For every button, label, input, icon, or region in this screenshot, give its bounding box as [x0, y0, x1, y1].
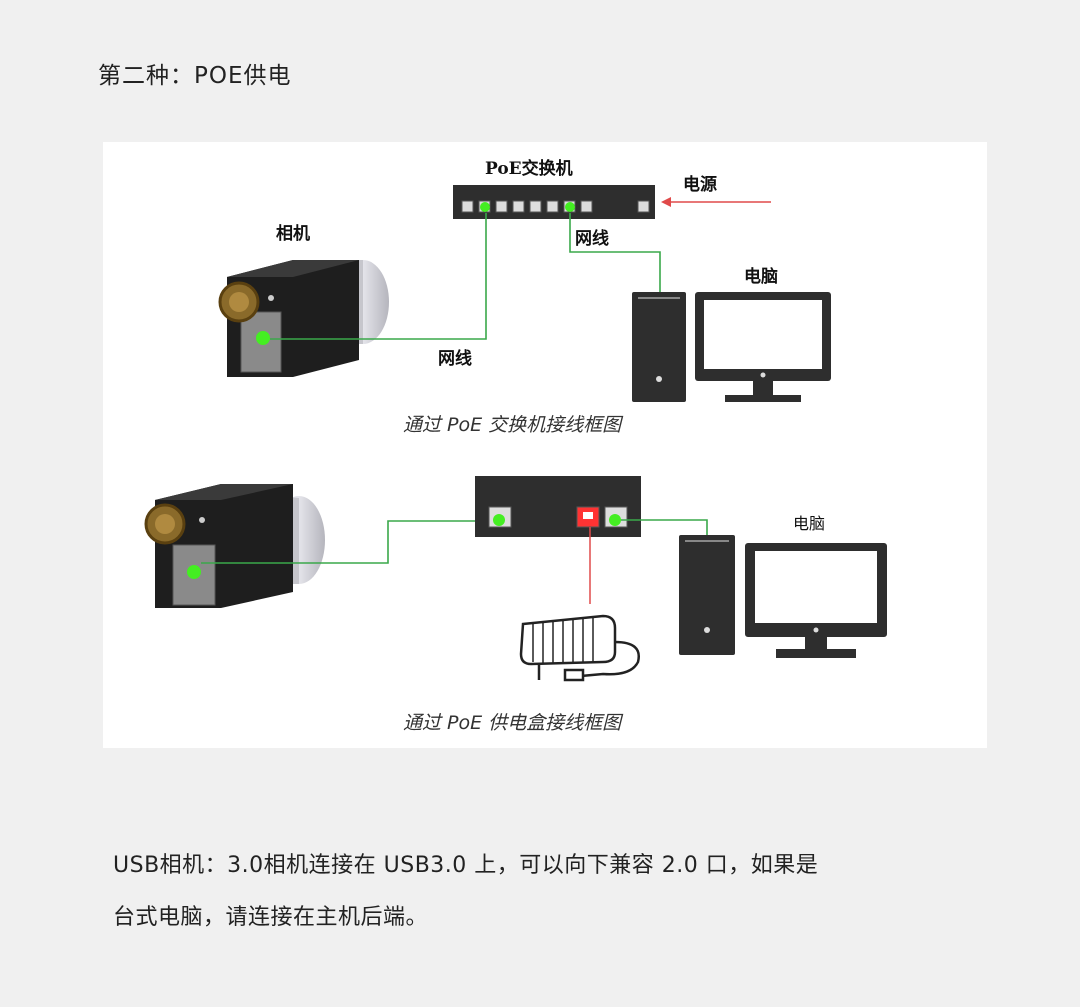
- footer-line-1: USB相机：3.0相机连接在 USB3.0 上，可以向下兼容 2.0 口，如果是: [113, 853, 819, 878]
- power-adapter: [519, 614, 640, 682]
- power-input-arrow: [661, 197, 771, 207]
- box-port-camera: [493, 514, 505, 526]
- cable-box-pc: [621, 519, 708, 535]
- poe-power-box: [475, 476, 641, 537]
- caption-switch-diagram: 通过 PoE 交换机接线框图: [403, 414, 622, 436]
- poe-switch: [453, 185, 655, 219]
- cable-camera-switch: [270, 213, 487, 340]
- diagram-switch: PoE交换机 电源 相机 网线: [218, 158, 831, 402]
- cable-label-bottom: 网线: [438, 348, 472, 369]
- caption-power-box-diagram: 通过 PoE 供电盒接线框图: [403, 712, 622, 734]
- camera-label: 相机: [276, 223, 310, 244]
- box-port-pc: [609, 514, 621, 526]
- wiring-diagram: PoE交换机 电源 相机 网线: [144, 158, 887, 682]
- diagram-power-box: 电脑: [144, 476, 887, 682]
- pc-label-1: 电脑: [744, 266, 778, 287]
- power-label: 电源: [683, 174, 717, 195]
- switch-port-camera: [480, 202, 490, 212]
- footer-line-2: 台式电脑，请连接在主机后端。: [113, 905, 429, 930]
- footer-note: USB相机：3.0相机连接在 USB3.0 上，可以向下兼容 2.0 口，如果是…: [113, 840, 973, 944]
- page-heading: 第二种：POE供电: [98, 63, 292, 89]
- cable-camera-box: [201, 520, 488, 564]
- switch-label: PoE交换机: [485, 158, 573, 179]
- camera-2: [144, 484, 325, 608]
- camera-1: [218, 260, 389, 377]
- pc-label-2: 电脑: [793, 514, 825, 533]
- diagram-panel: PoE交换机 电源 相机 网线: [103, 142, 987, 748]
- camera-2-port: [187, 565, 201, 579]
- camera-1-port: [256, 331, 270, 345]
- computer-2: [679, 535, 887, 658]
- computer-1: [632, 292, 831, 402]
- switch-port-pc: [565, 202, 575, 212]
- cable-label-top: 网线: [575, 228, 609, 249]
- cable-switch-pc: [569, 213, 661, 292]
